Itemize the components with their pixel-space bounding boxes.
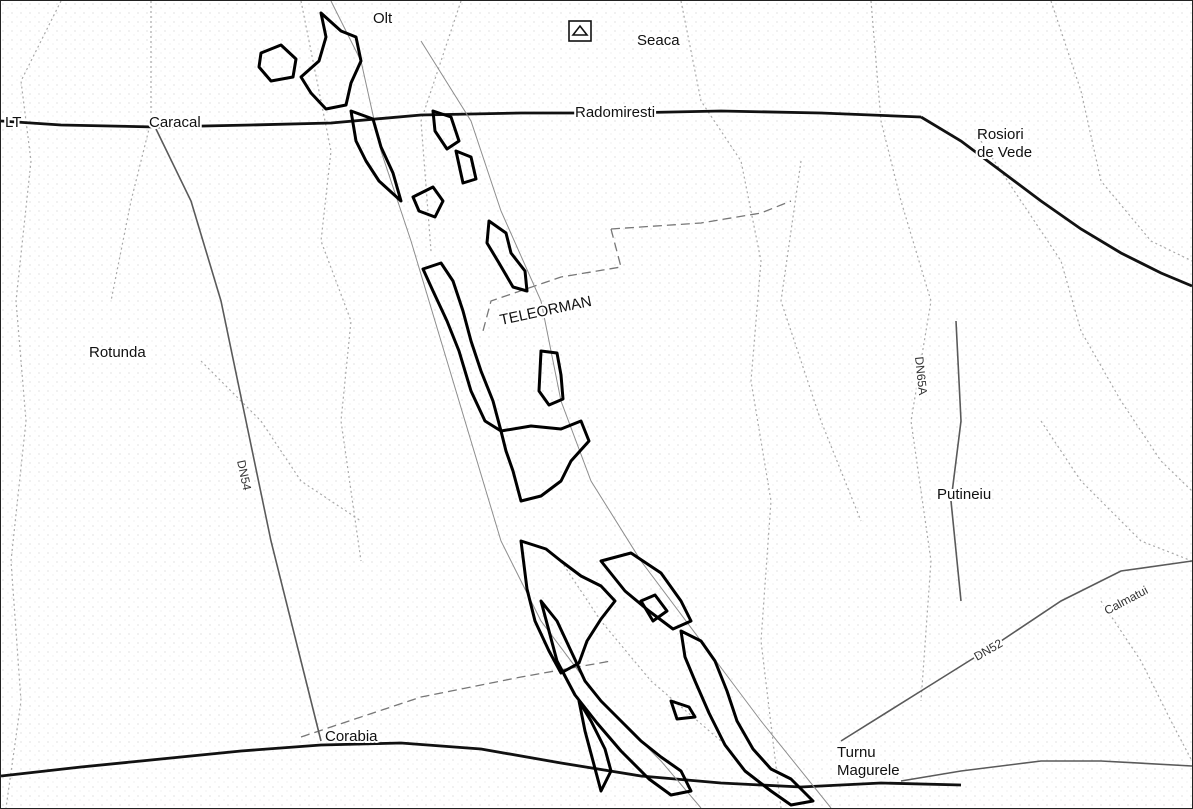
place-label-olt: Olt (373, 10, 393, 27)
place-label-turnu: Turnu (837, 744, 876, 761)
place-label-magurele: Magurele (837, 762, 900, 779)
place-label-lt: LT (5, 114, 21, 131)
protected-area-boundaries (257, 11, 815, 807)
minor-lines (5, 1, 1192, 808)
triangle-up-icon[interactable] (568, 20, 592, 42)
secondary-roads (155, 128, 1192, 782)
place-label-caracal: Caracal (149, 114, 201, 131)
place-label-putineiu: Putineiu (937, 486, 991, 503)
place-label-radomiresti: Radomiresti (575, 104, 655, 121)
place-label-de-vede: de Vede (977, 144, 1032, 161)
road-label-dn65a: DN65A (912, 356, 930, 396)
place-label-rosiori: Rosiori (977, 126, 1024, 143)
place-label-rotunda: Rotunda (89, 344, 146, 361)
place-label-corabia: Corabia (325, 728, 378, 745)
place-label-seaca: Seaca (637, 32, 680, 49)
